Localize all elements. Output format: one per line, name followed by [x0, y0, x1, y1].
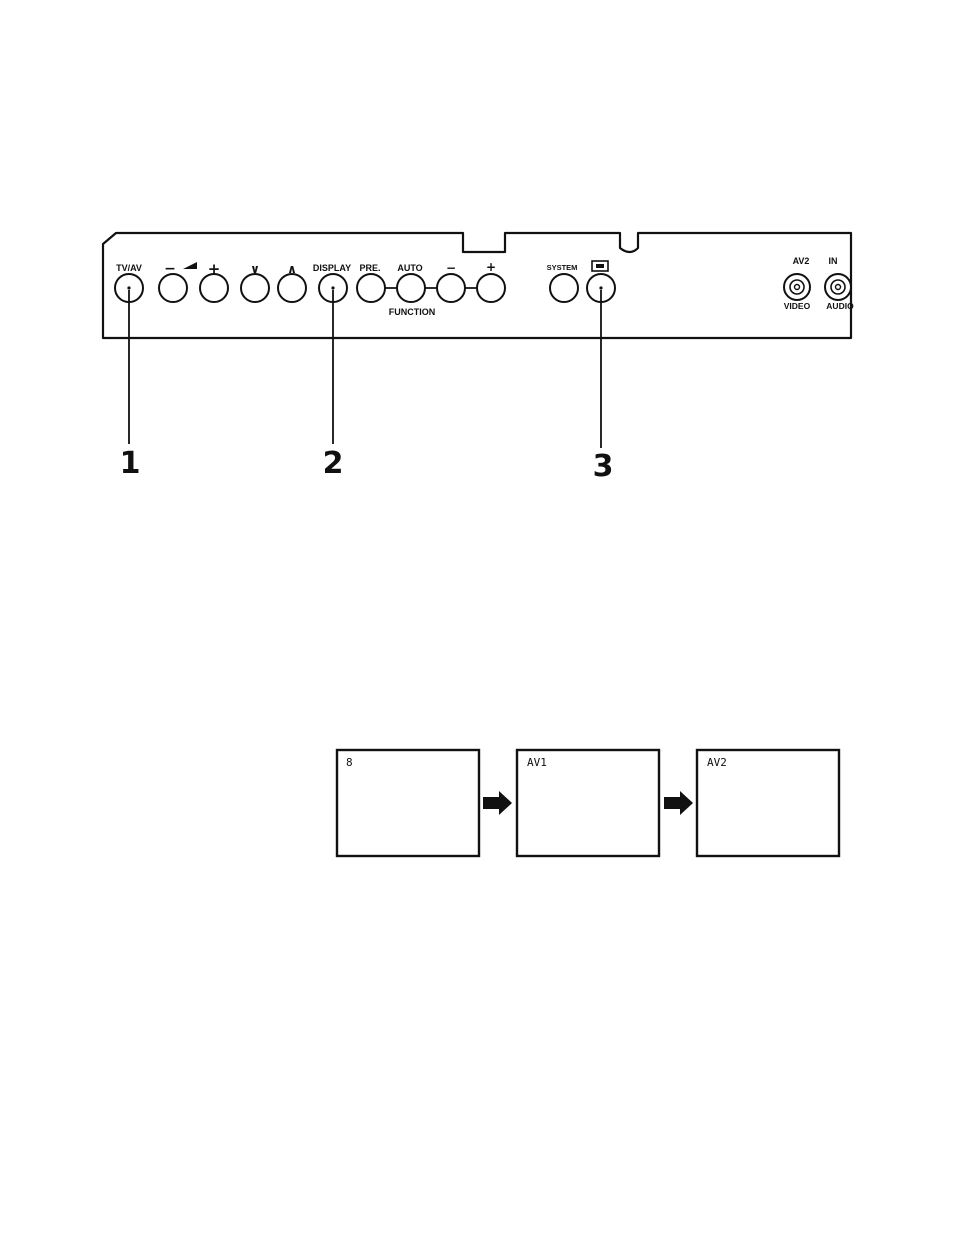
audio-label: AUDIO	[826, 301, 854, 311]
video-jack[interactable]	[784, 274, 810, 300]
callouts: 1 2 3	[120, 290, 614, 484]
preset-label: PRE.	[359, 263, 380, 273]
volume-plus-label: +	[208, 260, 221, 278]
right-arrow-icon	[483, 791, 512, 815]
channel-down-label: ∨	[250, 262, 260, 276]
callout-number-3: 3	[593, 449, 614, 484]
child-lock-button-dot	[599, 286, 602, 289]
callout-number-1: 1	[120, 446, 141, 481]
function-minus-label: −	[446, 261, 456, 275]
volume-down-button[interactable]	[159, 274, 187, 302]
function-plus-button[interactable]	[477, 274, 505, 302]
channel-down-button[interactable]	[241, 274, 269, 302]
volume-minus-label: −	[164, 261, 176, 277]
screen-av2-text: AV2	[707, 756, 727, 769]
callout-number-2: 2	[323, 446, 344, 481]
screen-tv-text: 8	[346, 756, 353, 769]
system-button[interactable]	[550, 274, 578, 302]
screen-sequence: 8 AV1 AV2	[337, 750, 839, 856]
child-lock-icon	[592, 261, 608, 271]
tv-av-label: TV/AV	[116, 263, 142, 273]
volume-wedge-icon	[183, 262, 197, 269]
display-label: DISPLAY	[313, 263, 351, 273]
volume-up-button[interactable]	[200, 274, 228, 302]
right-arrow-icon	[664, 791, 693, 815]
preset-button[interactable]	[357, 274, 385, 302]
video-label: VIDEO	[784, 301, 811, 311]
audio-jack[interactable]	[825, 274, 851, 300]
auto-button[interactable]	[397, 274, 425, 302]
function-plus-label: +	[486, 260, 496, 274]
av2-input-jacks: AV2 IN VIDEO AUDIO	[784, 256, 854, 311]
system-label: SYSTEM	[547, 263, 578, 272]
channel-up-label: ∧	[287, 262, 297, 276]
in-label: IN	[829, 256, 838, 266]
av2-label: AV2	[793, 256, 810, 266]
function-group-label: FUNCTION	[389, 307, 436, 317]
display-button-dot	[331, 286, 334, 289]
button-row	[115, 274, 615, 302]
channel-up-button[interactable]	[278, 274, 306, 302]
screen-av1-text: AV1	[527, 756, 547, 769]
screen-tv	[337, 750, 479, 856]
function-minus-button[interactable]	[437, 274, 465, 302]
tv-av-button-dot	[127, 286, 130, 289]
auto-label: AUTO	[397, 263, 422, 273]
